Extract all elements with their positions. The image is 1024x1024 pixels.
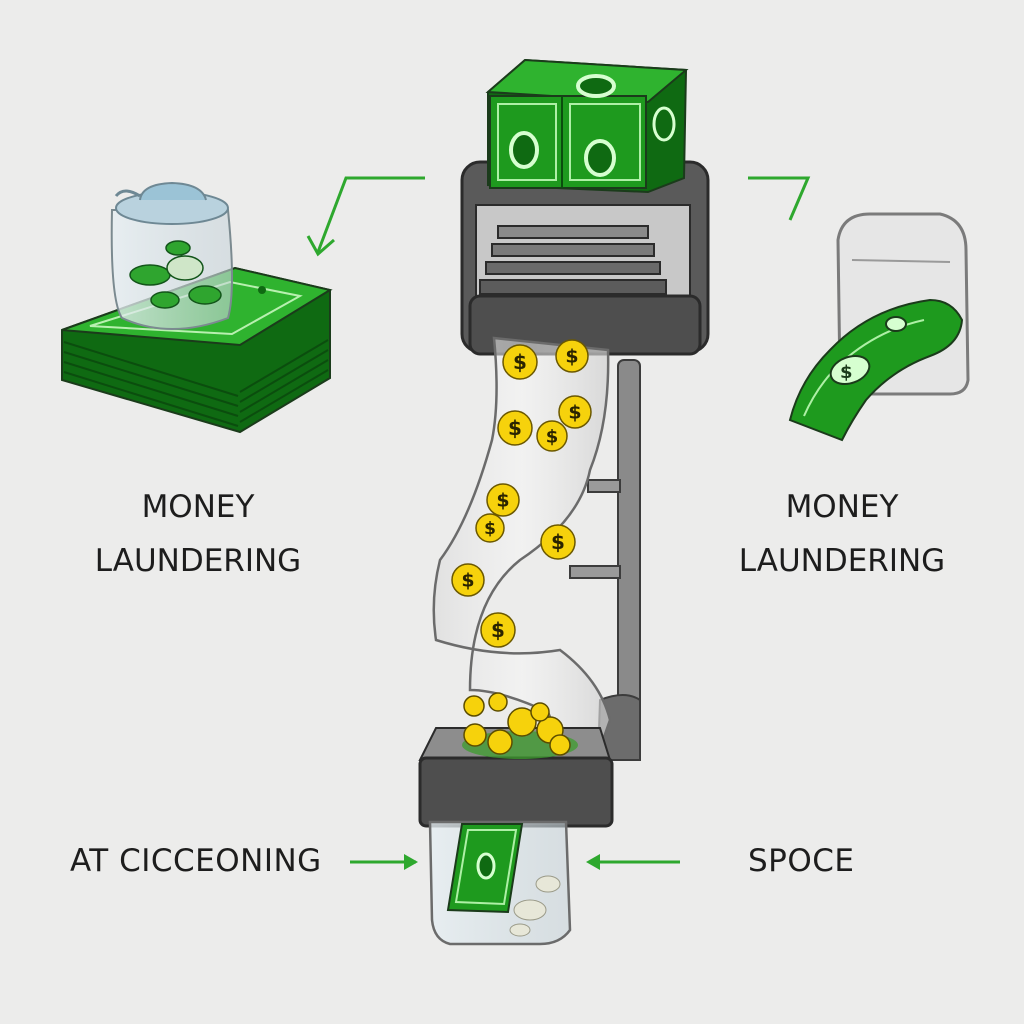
coin-dollar-sign: $ — [496, 490, 509, 512]
coin-dollar-sign: $ — [546, 426, 559, 447]
right-title-line2: LAUNDERING — [738, 543, 946, 579]
coin-icon: $ — [536, 420, 568, 452]
bill-dollar-sign: $ — [840, 362, 853, 383]
coin-icon: $ — [555, 339, 589, 373]
coin-dollar-sign: $ — [565, 346, 578, 368]
right-title-line1: MONEY — [785, 489, 899, 525]
bottom-left-label: AT CICCEONING — [70, 843, 322, 879]
glass-jar-icon — [110, 181, 233, 330]
coin-dollar-sign: $ — [513, 350, 527, 374]
top-cash-bundle-icon — [485, 58, 689, 194]
right-title: MONEY LAUNDERING — [712, 480, 972, 588]
coin-icon: $ — [540, 524, 576, 560]
coin-icon: $ — [497, 410, 533, 446]
left-title: MONEY LAUNDERING — [68, 480, 328, 588]
coin-dollar-sign: $ — [491, 618, 505, 642]
coin-dollar-sign: $ — [508, 416, 522, 440]
coin-dollar-sign: $ — [568, 402, 581, 424]
coin-icon: $ — [451, 563, 485, 597]
top-hopper — [460, 160, 710, 356]
coins: $$$$$$$$$$ — [451, 339, 592, 648]
bottom-right-label: SPOCE — [748, 843, 855, 879]
coin-icon: $ — [480, 612, 516, 648]
left-title-line1: MONEY — [141, 489, 255, 525]
arrow-to-cash-icon — [306, 176, 425, 257]
arrow-to-roll-icon — [748, 176, 811, 221]
curled-bill-icon: $ — [788, 298, 964, 442]
coin-pile-icon — [462, 692, 578, 759]
coin-icon: $ — [558, 395, 592, 429]
coin-icon: $ — [502, 344, 538, 380]
coin-icon: $ — [475, 513, 505, 543]
arrow-right-icon — [350, 854, 418, 870]
coin-dollar-sign: $ — [461, 570, 474, 592]
left-title-line2: LAUNDERING — [94, 543, 302, 579]
arrow-left-icon — [586, 854, 680, 870]
coin-dollar-sign: $ — [551, 530, 565, 554]
bag-cash-icon — [446, 823, 524, 914]
coin-dollar-sign: $ — [484, 519, 496, 539]
collection-bag — [428, 820, 572, 946]
coin-icon: $ — [486, 483, 520, 517]
